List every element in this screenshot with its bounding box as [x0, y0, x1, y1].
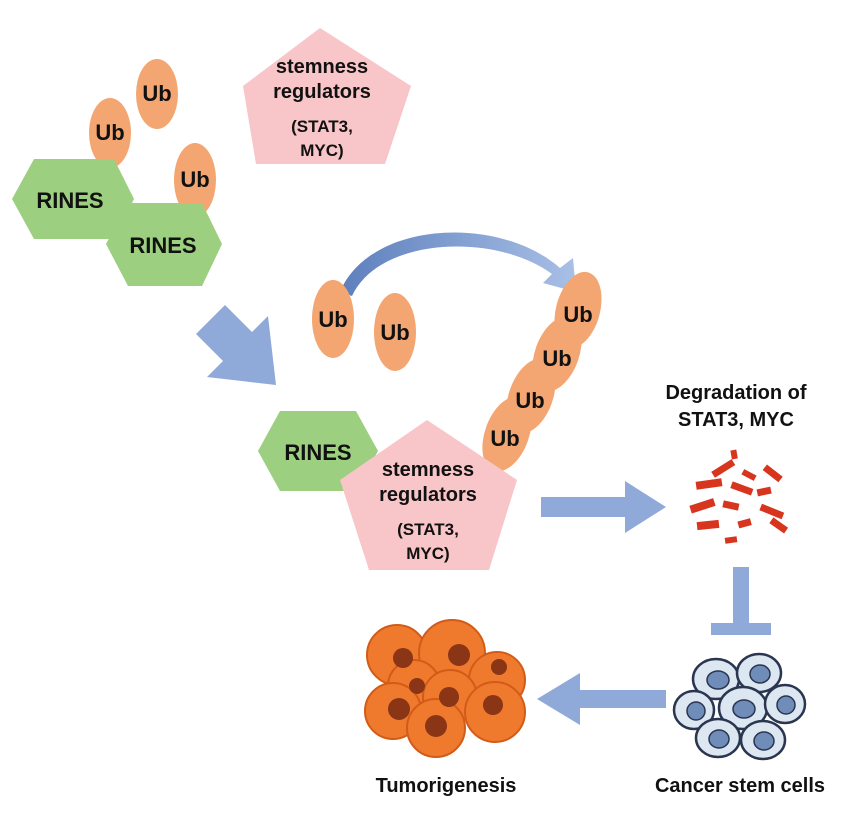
- top-ub-3-label: Ub: [180, 167, 209, 192]
- top-ub-3: Ub: [174, 143, 216, 217]
- inhibition-bar: [711, 567, 771, 635]
- top-rines-hexagon-2: RINES: [106, 203, 222, 286]
- degradation-fragments: [689, 449, 789, 544]
- top-ub-2: Ub: [89, 98, 131, 168]
- middle-pentagon-line4: MYC): [406, 544, 449, 563]
- middle-ub-chain-1: Ub: [554, 271, 602, 349]
- middle-ub-free-1: Ub: [312, 280, 354, 358]
- top-rines-hexagon-1: RINES: [12, 159, 134, 239]
- middle-stemness-pentagon: stemness regulators (STAT3, MYC): [340, 420, 517, 570]
- middle-pentagon-line3: (STAT3,: [397, 520, 459, 539]
- tumorigenesis-label: Tumorigenesis: [376, 775, 517, 797]
- degradation-label-line2: STAT3, MYC: [678, 409, 794, 431]
- middle-ub-chain-3-label: Ub: [515, 388, 544, 413]
- middle-ub-chain-2-label: Ub: [542, 346, 571, 371]
- middle-ub-free-2: Ub: [374, 293, 416, 371]
- middle-ub-free-1-label: Ub: [318, 307, 347, 332]
- middle-pentagon-line2: regulators: [379, 484, 477, 506]
- middle-ub-chain-1-label: Ub: [563, 302, 592, 327]
- cancer-stem-cells-label: Cancer stem cells: [655, 775, 825, 797]
- top-pentagon-line4: MYC): [300, 141, 343, 160]
- left-arrow: [537, 673, 666, 725]
- top-ub-1-label: Ub: [142, 81, 171, 106]
- middle-ub-free-2-label: Ub: [380, 320, 409, 345]
- diagonal-arrow: [196, 305, 276, 385]
- curved-arrow: [340, 232, 576, 296]
- top-ub-1: Ub: [136, 59, 178, 129]
- middle-rines-label: RINES: [284, 440, 351, 465]
- tumor-cluster: [364, 619, 526, 758]
- top-rines-2-label: RINES: [129, 233, 196, 258]
- middle-pentagon-line1: stemness: [382, 459, 474, 481]
- top-ub-2-label: Ub: [95, 120, 124, 145]
- degradation-label-line1: Degradation of: [665, 382, 806, 404]
- top-rines-1-label: RINES: [36, 188, 103, 213]
- top-pentagon-line3: (STAT3,: [291, 117, 353, 136]
- top-pentagon-line1: stemness: [276, 56, 368, 78]
- top-stemness-pentagon: stemness regulators (STAT3, MYC): [243, 28, 411, 164]
- right-arrow: [541, 481, 666, 533]
- middle-rines-hexagon: RINES: [258, 411, 378, 491]
- cancer-stem-cells: [672, 652, 807, 761]
- top-pentagon-line2: regulators: [273, 81, 371, 103]
